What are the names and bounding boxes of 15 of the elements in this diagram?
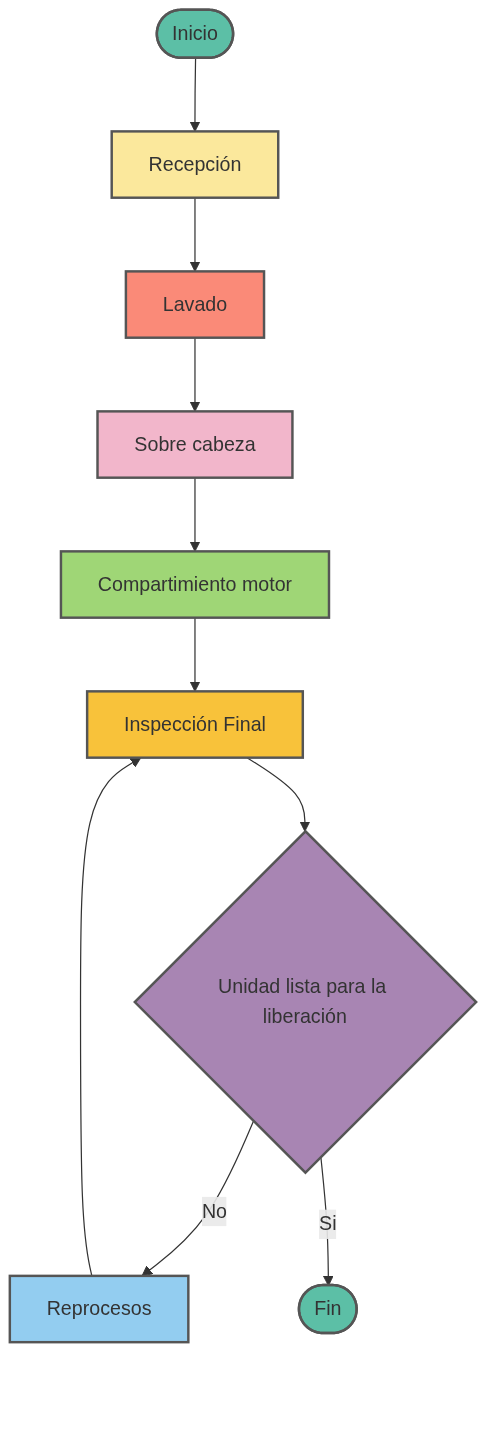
node-box: Recepción xyxy=(110,130,280,199)
node-box: Compartimiento motor xyxy=(59,550,331,619)
arrow xyxy=(189,477,201,552)
node-box: Reprocesos xyxy=(8,1274,190,1344)
arrow xyxy=(189,337,201,412)
arrow xyxy=(189,57,201,132)
arrow xyxy=(189,197,201,272)
node-box: Sobre cabeza xyxy=(96,410,294,479)
edge-label: Si xyxy=(319,1213,337,1235)
arrow xyxy=(189,617,201,692)
node-diamond: Unidad lista para la liberación xyxy=(133,829,478,1175)
node-box: Lavado xyxy=(124,270,266,339)
node-box: Inspección Final xyxy=(85,690,305,759)
arrow xyxy=(246,757,311,832)
edge-label: No xyxy=(201,1200,228,1222)
